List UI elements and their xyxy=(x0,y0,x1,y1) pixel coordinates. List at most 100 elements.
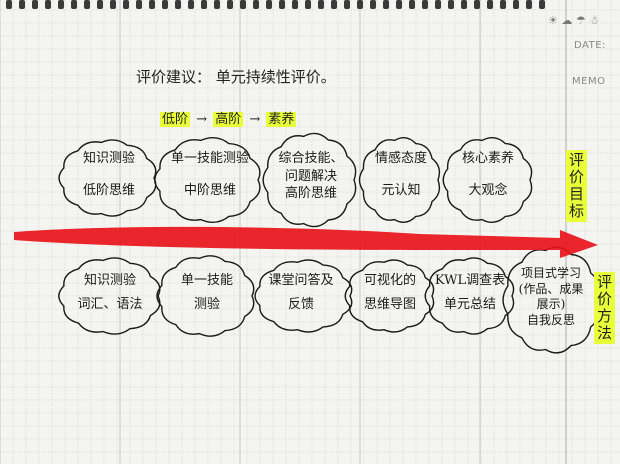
spiral-ring xyxy=(19,0,25,9)
bubble-line: 词汇、语法 xyxy=(77,296,143,312)
method-bubble-2: 单一技能 测验 xyxy=(162,272,252,313)
target-bubble-4: 情感态度 元认知 xyxy=(364,150,438,199)
method-bubble-4: 可视化的 思维导图 xyxy=(348,272,432,313)
bubble-line: 课堂问答及 xyxy=(268,273,334,288)
bubble-line: 知识测验 xyxy=(83,273,136,288)
methods-label: 评价方法 xyxy=(594,272,615,344)
method-cloud xyxy=(254,259,353,333)
bubble-line: KWL调查表 xyxy=(434,273,506,288)
memo-label: MEMO xyxy=(572,76,606,87)
target-cloud xyxy=(262,132,357,228)
bubble-line: 反馈 xyxy=(287,296,314,312)
spiral-ring xyxy=(240,0,246,9)
method-bubble-6: 项目式学习 (作品、成果 展示) 自我反思 xyxy=(508,266,594,328)
level-chain: 低阶 → 高阶 → 素养 xyxy=(160,108,297,127)
method-bubble-1: 知识测验 词汇、语法 xyxy=(62,272,158,313)
spiral-ring xyxy=(253,0,259,9)
target-bubble-2: 单一技能测验 中阶思维 xyxy=(160,150,260,199)
method-bubble-3: 课堂问答及 反馈 xyxy=(256,272,346,313)
spiral-ring xyxy=(344,0,350,9)
big-arrow xyxy=(14,226,598,258)
arrow-right-icon: → xyxy=(249,112,261,127)
bubble-line: 中阶思维 xyxy=(183,182,236,198)
spiral-ring xyxy=(149,0,155,9)
spiral-ring xyxy=(266,0,272,9)
bubble-line: 项目式学习 xyxy=(520,266,581,280)
bubble-line: 核心素养 xyxy=(461,151,514,166)
level-literacy: 素养 xyxy=(266,112,297,127)
target-bubble-1: 知识测验 低阶思维 xyxy=(62,150,156,199)
bubble-line: 高阶思维 xyxy=(284,186,337,202)
spiral-ring xyxy=(422,0,428,9)
level-high: 高阶 xyxy=(213,112,244,127)
spiral-ring xyxy=(162,0,168,9)
bubble-line: 思维导图 xyxy=(363,296,416,312)
bubble-line: (作品、成果 xyxy=(518,281,584,296)
spiral-binding xyxy=(6,0,545,9)
method-cloud xyxy=(156,255,255,337)
date-label: DATE: xyxy=(574,40,606,51)
spiral-ring xyxy=(331,0,337,9)
spiral-ring xyxy=(396,0,402,9)
spiral-ring xyxy=(32,0,38,9)
bubble-line: 可视化的 xyxy=(363,273,416,288)
target-bubble-5: 核心素养 大观念 xyxy=(450,150,526,199)
target-cloud xyxy=(154,137,261,223)
bubble-line: 问题解决 xyxy=(284,168,337,184)
level-low: 低阶 xyxy=(160,112,191,127)
spiral-ring xyxy=(84,0,90,9)
spiral-ring xyxy=(279,0,285,9)
spiral-ring xyxy=(71,0,77,9)
spiral-ring xyxy=(409,0,415,9)
target-bubble-3: 综合技能、 问题解决 高阶思维 xyxy=(270,150,352,203)
spiral-ring xyxy=(318,0,324,9)
method-cloud xyxy=(424,257,515,335)
method-cloud xyxy=(502,246,601,354)
bubble-line: 大观念 xyxy=(468,182,508,198)
spiral-ring xyxy=(292,0,298,9)
target-cloud xyxy=(358,137,441,223)
spiral-ring xyxy=(6,0,12,9)
spiral-ring xyxy=(435,0,441,9)
spiral-ring xyxy=(357,0,363,9)
spiral-ring xyxy=(305,0,311,9)
bubble-line: 展示) xyxy=(536,297,566,312)
spiral-ring xyxy=(123,0,129,9)
spiral-ring xyxy=(448,0,454,9)
spiral-ring xyxy=(461,0,467,9)
spiral-ring xyxy=(370,0,376,9)
spiral-ring xyxy=(97,0,103,9)
weather-icons: ☀ ☁ ☂ ☃ xyxy=(548,14,600,27)
bubble-line: 情感态度 xyxy=(374,151,427,166)
spiral-ring xyxy=(526,0,532,9)
spiral-ring xyxy=(513,0,519,9)
spiral-ring xyxy=(214,0,220,9)
target-cloud xyxy=(58,139,157,217)
spiral-ring xyxy=(175,0,181,9)
spiral-ring xyxy=(500,0,506,9)
targets-label: 评价目标 xyxy=(566,150,587,222)
bubble-line: 综合技能、 xyxy=(278,151,344,166)
spiral-ring xyxy=(136,0,142,9)
spiral-ring xyxy=(227,0,233,9)
spiral-ring xyxy=(188,0,194,9)
spiral-ring xyxy=(110,0,116,9)
spiral-ring xyxy=(201,0,207,9)
bubble-line: 单一技能测验 xyxy=(170,151,249,166)
spiral-ring xyxy=(487,0,493,9)
arrow-right-icon: → xyxy=(196,112,208,127)
bubble-line: 低阶思维 xyxy=(82,182,135,198)
method-cloud xyxy=(58,257,161,335)
bubble-line: 单一技能 xyxy=(180,273,233,288)
spiral-ring xyxy=(539,0,545,9)
page-title: 评价建议： 单元持续性评价。 xyxy=(136,68,336,86)
method-cloud xyxy=(344,259,435,333)
spiral-ring xyxy=(383,0,389,9)
bubble-line: 测验 xyxy=(193,296,220,312)
bubble-line: 单元总结 xyxy=(443,296,496,312)
bubble-line: 元认知 xyxy=(381,182,421,198)
bubble-line: 自我反思 xyxy=(526,312,575,327)
method-bubble-5: KWL调查表 单元总结 xyxy=(430,272,510,313)
